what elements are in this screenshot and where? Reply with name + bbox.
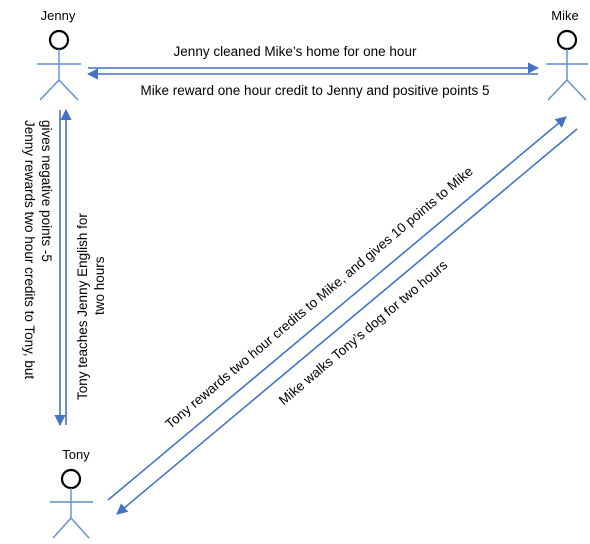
actor-tony-label: Tony <box>62 447 90 462</box>
actor-jenny-label: Jenny <box>41 8 76 23</box>
label-tony-to-jenny-line2: two hours <box>92 256 107 315</box>
stick-figure-icon <box>50 468 93 539</box>
label-mike-to-tony: Mike walks Tony’s dog for two hours <box>276 257 451 408</box>
arrow-tony-to-mike <box>107 116 567 501</box>
label-mike-to-jenny: Mike reward one hour credit to Jenny and… <box>141 83 490 98</box>
label-jenny-to-mike: Jenny cleaned Mike’s home for one hour <box>174 44 417 59</box>
label-jenny-to-tony-line1: Jenny rewards two hour credits to Tony, … <box>22 120 37 379</box>
arrow-mike-to-tony <box>116 128 578 515</box>
label-tony-to-mike: Tony rewards two hour credits to Mike, a… <box>162 163 475 431</box>
actor-mike-label: Mike <box>551 8 578 23</box>
label-jenny-to-tony: Jenny rewards two hour credits to Tony, … <box>22 120 54 379</box>
stick-figure-icon <box>546 29 588 101</box>
label-tony-to-jenny-line1: Tony teaches Jenny English for <box>75 213 90 400</box>
actor-tony: Tony <box>50 447 93 539</box>
stick-figure-icon <box>37 29 81 101</box>
label-jenny-to-tony-line2: gives negative points -5 <box>39 120 54 262</box>
label-tony-to-jenny: Tony teaches Jenny English for two hours <box>75 213 107 400</box>
actor-jenny: Jenny <box>37 8 81 101</box>
actor-mike: Mike <box>546 8 588 101</box>
